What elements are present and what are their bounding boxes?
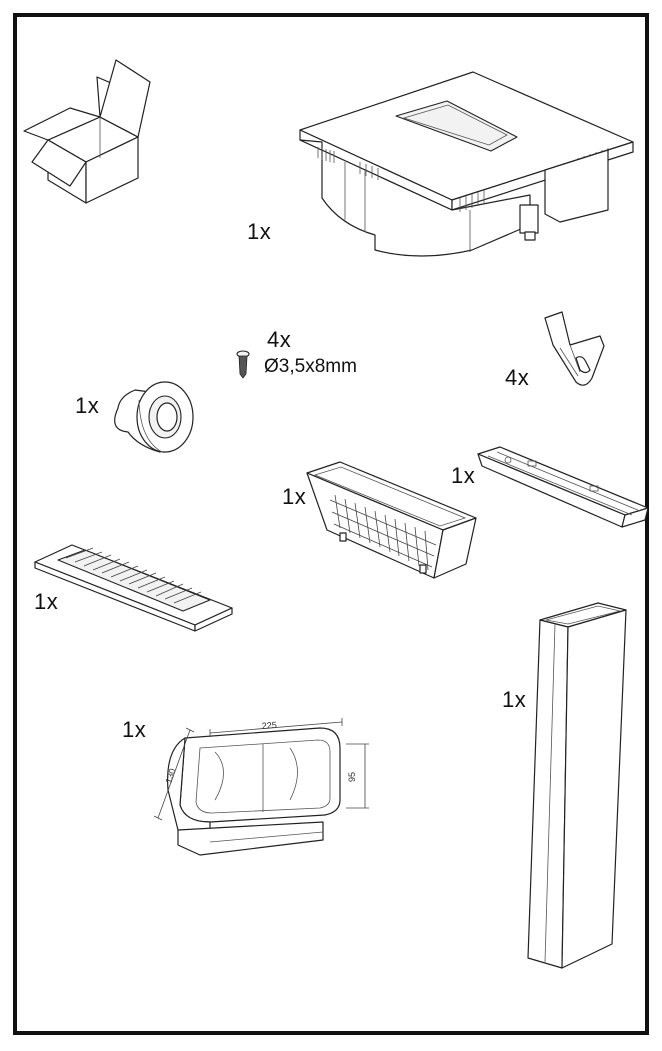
qty-elbow: 1x (122, 717, 147, 742)
grille-icon (34, 544, 233, 632)
grease-filter-icon (306, 461, 477, 579)
bracket-icon (544, 311, 605, 386)
elbow-height-label: 95 (347, 772, 357, 782)
screw-icon (236, 350, 250, 379)
qty-hob: 1x (247, 219, 272, 244)
screw-spec-label: Ø3,5x8mm (264, 356, 357, 377)
qty-screws: 4x (267, 327, 292, 352)
qty-duct: 1x (502, 687, 527, 712)
elbow-depth-label: 130 (163, 767, 177, 784)
qty-grille: 1x (34, 589, 59, 614)
qty-tape: 1x (75, 393, 100, 418)
hob-icon (299, 71, 634, 257)
tape-roll-icon (114, 381, 194, 453)
diagram-frame (13, 13, 649, 1035)
qty-filter-holder: 1x (451, 463, 476, 488)
filter-holder-icon (477, 446, 649, 528)
elbow-width-label: 225 (261, 720, 277, 731)
box-icon (23, 59, 151, 204)
qty-grease-filter: 1x (282, 484, 307, 509)
duct-icon (527, 602, 627, 969)
duct-elbow-icon: 225 95 130 (153, 718, 369, 856)
qty-brackets: 4x (505, 365, 530, 390)
